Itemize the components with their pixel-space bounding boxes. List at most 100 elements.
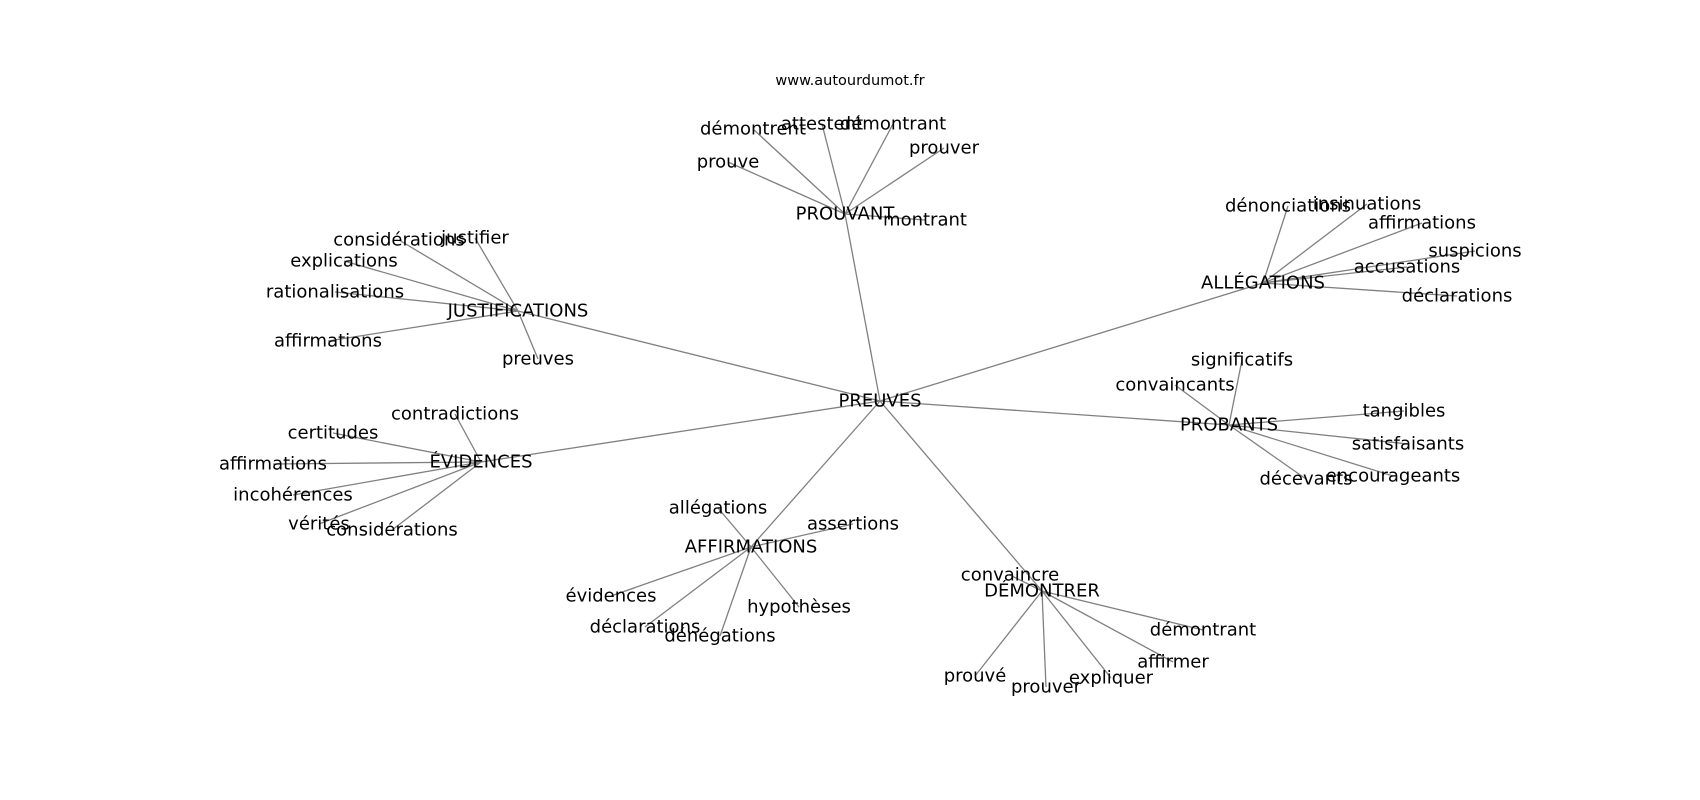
edge-affirmations-allegations: [717, 507, 752, 548]
node-leaf-encourageants[interactable]: encourageants: [1326, 466, 1461, 487]
edge-affirmations-declarations: [644, 546, 752, 628]
node-hub-demontrer[interactable]: DÉMONTRER: [984, 580, 1100, 602]
node-leaf-rationalisations[interactable]: rationalisations: [266, 282, 404, 303]
node-root-preuves[interactable]: PREUVES: [838, 391, 921, 412]
node-leaf-decevants[interactable]: décevants: [1260, 469, 1353, 490]
edge-allegations-insinuations: [1262, 203, 1368, 284]
edge-prouvant-demontrent: [752, 128, 846, 215]
node-leaf-expliquer[interactable]: expliquer: [1069, 668, 1154, 689]
edge-probants-significatifs: [1228, 359, 1243, 426]
edge-evidences-certitudes: [332, 432, 482, 463]
node-leaf-demontrant[interactable]: démontrant: [1150, 620, 1256, 641]
node-hub-allegations[interactable]: ALLÉGATIONS: [1201, 272, 1325, 294]
edge-probants-tangibles: [1228, 410, 1405, 426]
node-leaf-denegations[interactable]: dénégations: [664, 626, 775, 647]
node-hub-justifications[interactable]: JUSTIFICATIONS: [447, 301, 589, 322]
labels: PREUVESPROUVANTdémontrentattestentdémont…: [219, 114, 1522, 698]
node-leaf-affirmations[interactable]: affirmations: [1368, 213, 1476, 234]
edge-justifications-explications: [343, 260, 519, 312]
node-leaf-prouver[interactable]: prouver: [909, 138, 980, 159]
edge-root-probants: [879, 400, 1230, 426]
edge-allegations-denonciations: [1262, 205, 1289, 284]
node-leaf-satisfaisants[interactable]: satisfaisants: [1352, 434, 1464, 455]
node-leaf-affirmer[interactable]: affirmer: [1137, 652, 1209, 673]
edge-evidences-incoherences: [292, 461, 482, 496]
node-leaf-considerations[interactable]: considérations: [326, 520, 457, 541]
node-leaf-prouver[interactable]: prouver: [1011, 677, 1082, 698]
edge-affirmations-assertions: [750, 523, 854, 548]
node-leaf-suspicions[interactable]: suspicions: [1428, 241, 1521, 262]
edge-demontrer-convaincre: [1009, 574, 1043, 592]
node-hub-evidences[interactable]: ÉVIDENCES: [429, 451, 532, 473]
edge-allegations-declarations: [1262, 282, 1458, 297]
edge-demontrer-prouve: [974, 590, 1043, 677]
edge-root-justifications: [517, 310, 881, 402]
edge-justifications-justifier: [474, 237, 519, 312]
edge-allegations-suspicions: [1262, 250, 1476, 284]
node-leaf-prouve[interactable]: prouve: [697, 152, 760, 173]
edge-evidences-affirmations: [272, 461, 482, 465]
node-hub-affirmations[interactable]: AFFIRMATIONS: [685, 537, 818, 558]
node-leaf-denonciations[interactable]: dénonciations: [1225, 196, 1351, 217]
node-leaf-significatifs[interactable]: significatifs: [1191, 350, 1293, 371]
node-leaf-convaincants[interactable]: convaincants: [1115, 375, 1234, 396]
node-leaf-considerations[interactable]: considérations: [333, 230, 464, 251]
edge-justifications-considerations: [398, 239, 519, 312]
edge-evidences-considerations: [391, 461, 482, 531]
node-leaf-declarations[interactable]: déclarations: [1402, 286, 1513, 307]
node-leaf-demontrent[interactable]: démontrent: [700, 119, 806, 140]
node-leaf-explications[interactable]: explications: [290, 251, 398, 272]
edge-probants-encourageants: [1228, 424, 1394, 477]
edge-demontrer-prouver: [1041, 590, 1047, 688]
edges: [272, 123, 1476, 688]
node-leaf-preuves[interactable]: preuves: [502, 349, 574, 370]
node-leaf-affirmations[interactable]: affirmations: [219, 454, 327, 475]
node-leaf-certitudes[interactable]: certitudes: [288, 423, 379, 444]
edge-justifications-preuves: [517, 310, 539, 360]
node-leaf-demontrant[interactable]: démontrant: [840, 114, 946, 135]
node-leaf-evidences[interactable]: évidences: [566, 586, 657, 607]
node-leaf-tangibles[interactable]: tangibles: [1363, 401, 1446, 422]
node-leaf-prouve[interactable]: prouvé: [944, 666, 1007, 687]
node-hub-prouvant[interactable]: PROUVANT: [796, 204, 896, 225]
edge-evidences-verites: [318, 461, 482, 525]
edge-justifications-rationalisations: [334, 291, 519, 312]
edge-demontrer-demontrant: [1041, 590, 1204, 631]
edge-affirmations-denegations: [719, 546, 752, 637]
node-leaf-accusations[interactable]: accusations: [1354, 257, 1461, 278]
edge-prouvant-prouver: [844, 147, 945, 215]
edge-root-allegations: [879, 282, 1264, 402]
edge-root-demontrer: [879, 400, 1043, 592]
edge-root-evidences: [480, 400, 881, 463]
node-leaf-incoherences[interactable]: incohérences: [233, 485, 353, 506]
node-leaf-insinuations[interactable]: insinuations: [1313, 194, 1422, 215]
node-hub-probants[interactable]: PROBANTS: [1180, 415, 1278, 436]
edge-probants-convaincants: [1174, 384, 1230, 426]
edge-justifications-affirmations: [327, 310, 519, 342]
node-leaf-justifier[interactable]: justifier: [440, 228, 509, 249]
node-leaf-allegations[interactable]: allégations: [669, 498, 767, 519]
edge-root-prouvant: [844, 213, 881, 402]
edge-probants-satisfaisants: [1228, 424, 1409, 445]
node-leaf-declarations[interactable]: déclarations: [590, 617, 701, 638]
edge-affirmations-evidences: [610, 546, 752, 597]
edge-prouvant-demontrant: [844, 123, 894, 215]
node-leaf-hypotheses[interactable]: hypothèses: [747, 597, 851, 618]
edge-demontrer-expliquer: [1041, 590, 1112, 679]
edge-prouvant-attestent: [821, 123, 846, 215]
watermark: www.autourdumot.fr: [775, 73, 925, 89]
node-leaf-montrant[interactable]: montrant: [883, 210, 967, 231]
node-leaf-assertions[interactable]: assertions: [807, 514, 899, 535]
node-leaf-contradictions[interactable]: contradictions: [391, 404, 519, 425]
edge-demontrer-affirmer: [1041, 590, 1174, 663]
edge-evidences-contradictions: [454, 413, 482, 463]
edge-probants-decevants: [1228, 424, 1307, 480]
edge-root-affirmations: [750, 400, 881, 548]
node-leaf-convaincre[interactable]: convaincre: [961, 565, 1059, 586]
node-leaf-verites[interactable]: vérités: [288, 514, 350, 535]
node-leaf-affirmations[interactable]: affirmations: [274, 331, 382, 352]
node-leaf-attestent[interactable]: attestent: [781, 114, 863, 135]
edge-allegations-accusations: [1262, 266, 1408, 284]
edge-allegations-affirmations: [1262, 222, 1423, 284]
